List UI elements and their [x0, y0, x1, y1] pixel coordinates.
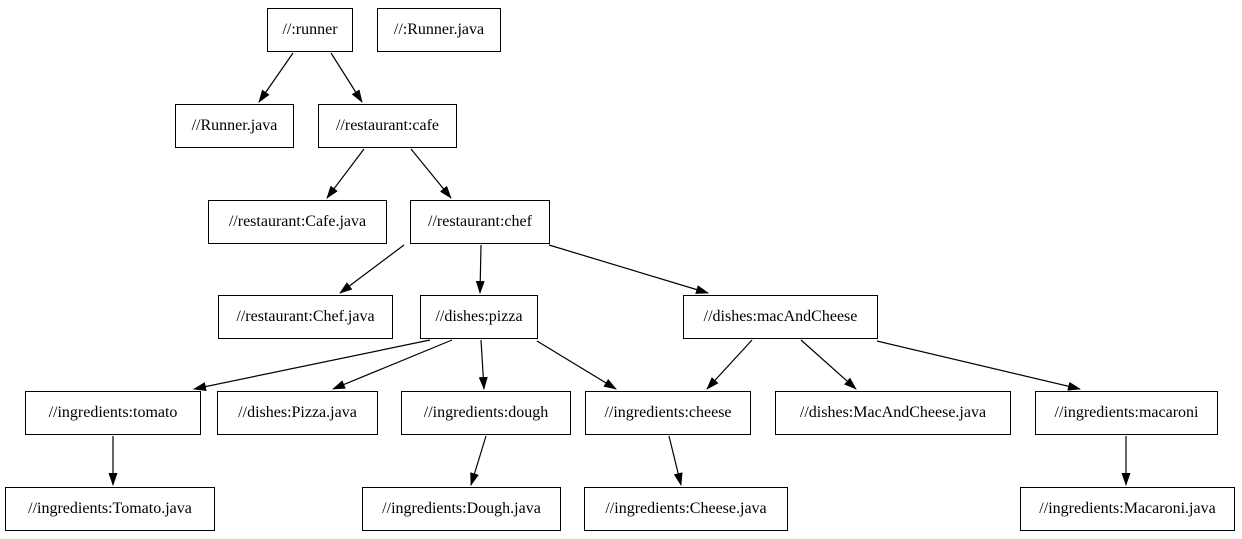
edge-dough-to-dough_java: [470, 435, 487, 486]
graph-node-cafe: //restaurant:cafe: [318, 104, 457, 148]
graph-node-macandcheese: //dishes:macAndCheese: [683, 295, 878, 339]
graph-node-runner_java: //Runner.java: [175, 104, 294, 148]
node-label: //:Runner.java: [393, 21, 485, 38]
edge-pizza-to-cheese: [536, 340, 617, 390]
node-label: //dishes:pizza: [435, 308, 523, 325]
edge-runner-to-cafe: [330, 52, 363, 103]
graph-node-cafe_java: //restaurant:Cafe.java: [208, 200, 387, 244]
node-label: //restaurant:chef: [428, 213, 532, 230]
node-label: //ingredients:dough: [423, 404, 549, 421]
graph-node-chef: //restaurant:chef: [410, 200, 550, 244]
node-label: //ingredients:Tomato.java: [28, 500, 192, 517]
edge-pizza-to-pizza_java: [332, 339, 453, 390]
node-label: //ingredients:Macaroni.java: [1039, 500, 1216, 517]
edge-cafe-to-cafe_java: [326, 148, 365, 199]
edge-macandcheese-to-cheese: [706, 339, 753, 390]
node-label: //restaurant:Chef.java: [236, 308, 375, 325]
node-label: //:runner: [282, 21, 338, 38]
edge-macandcheese-to-macandcheese_java: [800, 339, 857, 390]
node-label: //ingredients:macaroni: [1054, 404, 1199, 421]
edge-chef-to-macandcheese: [548, 244, 709, 294]
node-label: //restaurant:Cafe.java: [228, 213, 367, 230]
edge-cheese-to-cheese_java: [668, 435, 683, 486]
graph-node-dough_java: //ingredients:Dough.java: [362, 487, 561, 531]
graph-node-macandcheese_java: //dishes:MacAndCheese.java: [775, 391, 1011, 435]
graph-node-macaroni: //ingredients:macaroni: [1035, 391, 1218, 435]
graph-node-pizza_java: //dishes:Pizza.java: [217, 391, 378, 435]
edge-chef-to-chef_java: [339, 244, 405, 294]
graph-node-runner: //:runner: [267, 8, 353, 52]
graph-node-pizza: //dishes:pizza: [420, 295, 538, 339]
edge-pizza-to-tomato: [193, 339, 431, 391]
graph-node-runner_java_src: //:Runner.java: [377, 8, 501, 52]
edge-chef-to-pizza: [475, 244, 485, 294]
edge-runner-to-runner_java: [258, 52, 294, 103]
node-label: //dishes:Pizza.java: [238, 404, 357, 421]
edge-macandcheese-to-macaroni: [876, 340, 1081, 391]
graph-node-cheese: //ingredients:cheese: [585, 391, 751, 435]
node-label: //ingredients:tomato: [48, 404, 178, 421]
graph-node-tomato: //ingredients:tomato: [25, 391, 201, 435]
graph-node-macaroni_java: //ingredients:Macaroni.java: [1020, 487, 1235, 531]
node-label: //ingredients:cheese: [604, 404, 732, 421]
node-label: //Runner.java: [191, 117, 278, 134]
node-label: //dishes:MacAndCheese.java: [799, 404, 987, 421]
graph-node-dough: //ingredients:dough: [401, 391, 571, 435]
node-label: //restaurant:cafe: [335, 117, 440, 134]
node-label: //dishes:macAndCheese: [703, 308, 858, 325]
graph-node-tomato_java: //ingredients:Tomato.java: [5, 487, 215, 531]
graph-node-chef_java: //restaurant:Chef.java: [218, 295, 393, 339]
edge-cafe-to-chef: [410, 148, 452, 199]
node-label: //ingredients:Dough.java: [382, 500, 541, 517]
node-label: //ingredients:Cheese.java: [605, 500, 767, 517]
edge-pizza-to-dough: [478, 339, 488, 390]
graph-node-cheese_java: //ingredients:Cheese.java: [584, 487, 788, 531]
